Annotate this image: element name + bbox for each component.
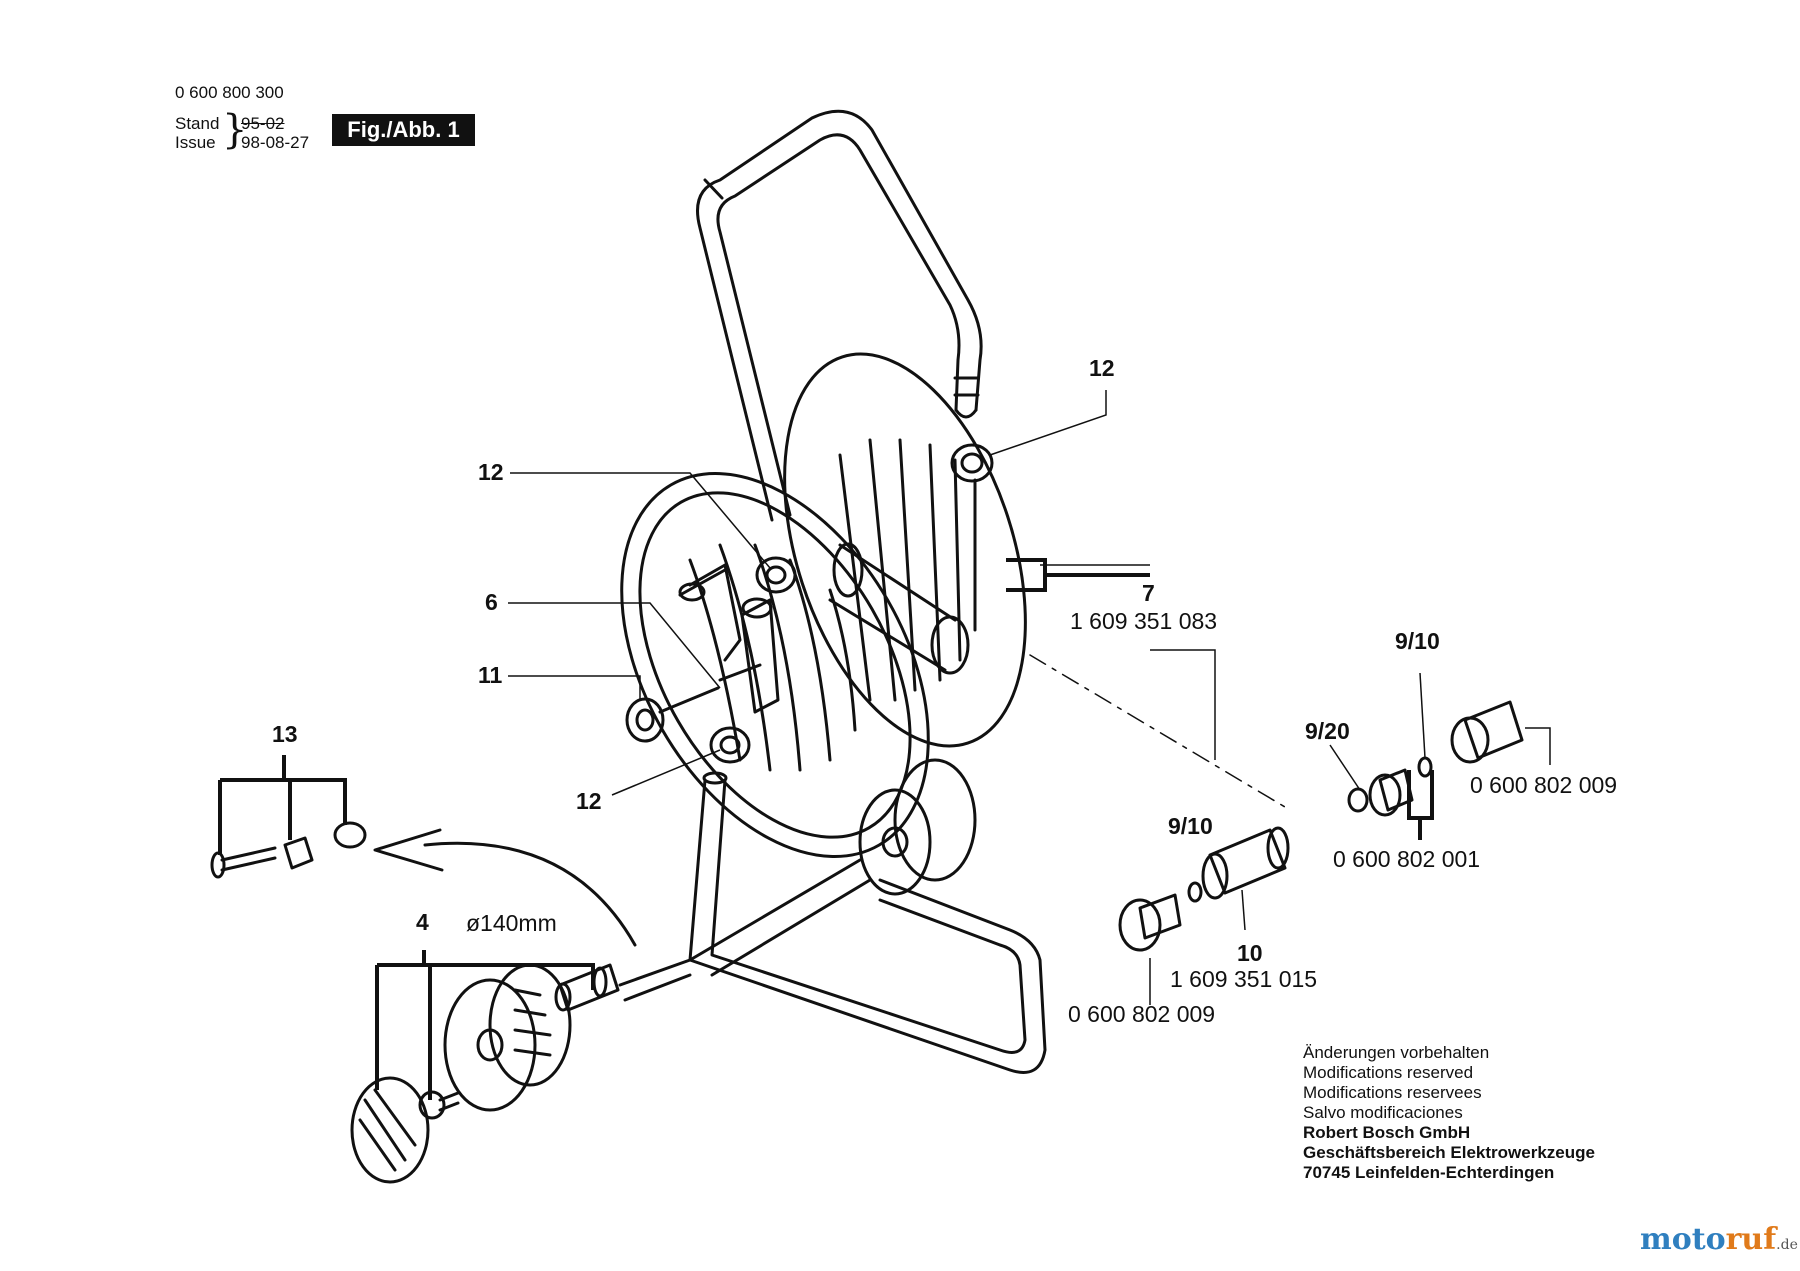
callout-12-top: 12 bbox=[1089, 355, 1115, 381]
washer bbox=[1347, 787, 1369, 813]
part-0600802009-right: 0 600 802 009 bbox=[1470, 772, 1618, 798]
brace-symbol: } bbox=[222, 107, 248, 153]
quick-connector-bottom bbox=[1118, 893, 1182, 952]
part-0600802009-bottom: 0 600 802 009 bbox=[1068, 1001, 1216, 1027]
reel-front-disc bbox=[620, 471, 930, 859]
assembly-arrow bbox=[373, 828, 637, 947]
spray-nozzle bbox=[1201, 826, 1290, 900]
hub-cap bbox=[350, 1076, 430, 1184]
callout-10: 10 bbox=[1237, 940, 1263, 966]
axle-peg bbox=[554, 963, 620, 1012]
reel-rear-disc bbox=[783, 352, 1027, 748]
hex-nut-upper bbox=[755, 556, 797, 594]
wheel-bolt bbox=[418, 1090, 460, 1120]
callout-11: 11 bbox=[478, 662, 503, 688]
note-line: Änderungen vorbehalten bbox=[1303, 1043, 1490, 1062]
callout-13: 13 bbox=[272, 721, 298, 747]
company-line: 70745 Leinfelden-Echterdingen bbox=[1303, 1163, 1555, 1182]
stand-value: 95-02 bbox=[241, 114, 285, 133]
callout-9-10-left: 9/10 bbox=[1168, 813, 1213, 839]
note-line: Modifications reservees bbox=[1303, 1083, 1482, 1102]
hex-nut-top bbox=[950, 443, 994, 483]
o-ring-upper bbox=[1417, 756, 1433, 778]
loose-wheel bbox=[443, 963, 572, 1112]
part-number-header: 0 600 800 300 bbox=[175, 83, 284, 102]
reel-connector bbox=[718, 597, 780, 714]
stand-label: Stand bbox=[175, 114, 220, 133]
bracket-groups bbox=[218, 558, 1434, 1100]
note-line: Modifications reserved bbox=[1303, 1063, 1474, 1082]
part-0600802001: 0 600 802 001 bbox=[1333, 846, 1481, 872]
leader-lines bbox=[508, 390, 1551, 1005]
o-ring-left bbox=[1187, 881, 1203, 903]
stand-frame bbox=[618, 771, 1047, 1074]
issue-label: Issue bbox=[175, 133, 216, 152]
callout-diameter: ø140mm bbox=[466, 910, 557, 936]
figure-label: Fig./Abb. 1 bbox=[332, 114, 475, 146]
company-line: Robert Bosch GmbH bbox=[1303, 1123, 1471, 1142]
hex-nut-lower bbox=[709, 726, 751, 764]
threaded-nut bbox=[625, 686, 720, 743]
modification-notes: Änderungen vorbehalten Modifications res… bbox=[1303, 1043, 1595, 1183]
watermark-part1: moto bbox=[1640, 1222, 1726, 1257]
tap-adapter bbox=[1368, 768, 1414, 817]
watermark-logo: motoruf.de bbox=[1640, 1222, 1798, 1257]
callout-9-10-right: 9/10 bbox=[1395, 628, 1440, 654]
callout-4: 4 bbox=[416, 909, 429, 935]
callout-7: 7 bbox=[1142, 580, 1155, 606]
callout-9-20: 9/20 bbox=[1305, 718, 1350, 744]
callout-10-part: 1 609 351 015 bbox=[1170, 966, 1318, 992]
crank-handle bbox=[678, 563, 742, 662]
watermark-part2: ruf bbox=[1725, 1222, 1777, 1257]
callout-12-left: 12 bbox=[478, 459, 504, 485]
reel-drum bbox=[828, 542, 970, 675]
note-line: Salvo modificaciones bbox=[1303, 1103, 1463, 1122]
issue-value: 98-08-27 bbox=[241, 133, 310, 152]
stand-wheel-right bbox=[858, 758, 977, 896]
callout-6: 6 bbox=[485, 589, 498, 615]
assembly-dash-line bbox=[1029, 654, 1291, 811]
watermark-tld: .de bbox=[1776, 1237, 1798, 1253]
quick-connector-top bbox=[1450, 700, 1524, 764]
callout-12-bottom: 12 bbox=[576, 788, 602, 814]
company-line: Geschäftsbereich Elektrowerkzeuge bbox=[1303, 1143, 1595, 1162]
callout-7-part: 1 609 351 083 bbox=[1070, 608, 1218, 634]
handle-frame bbox=[696, 109, 983, 522]
